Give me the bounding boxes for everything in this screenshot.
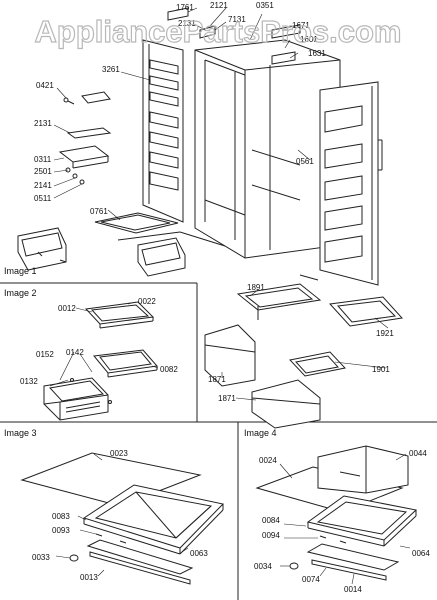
callout-label: 0094 xyxy=(262,531,280,540)
image4-labels: Image 4 0024 0044 0084 0094 0034 0074 00… xyxy=(244,428,430,594)
freezer-baskets xyxy=(17,212,226,277)
cabinet xyxy=(194,39,341,259)
callout-label: 0093 xyxy=(52,526,70,535)
callout-label: 0083 xyxy=(52,512,70,521)
callout-label: 2501 xyxy=(34,167,52,176)
callout-label: 0132 xyxy=(20,377,38,386)
panel-title-image3: Image 3 xyxy=(4,428,37,438)
freezer-door-bins xyxy=(149,59,179,191)
callout-label: 2121 xyxy=(210,1,228,10)
callout-label: 1761 xyxy=(176,3,194,12)
callout-label: 0024 xyxy=(259,456,277,465)
callout-label: 7131 xyxy=(228,15,246,24)
callout-label: 3261 xyxy=(102,65,120,74)
callout-label: 0033 xyxy=(32,553,50,562)
panel-title-image2: Image 2 xyxy=(4,288,37,298)
image3-leaders xyxy=(55,453,189,577)
callout-label: 0014 xyxy=(344,585,362,594)
panel-title-image1: Image 1 xyxy=(4,266,37,276)
panel-frames xyxy=(0,282,437,600)
callout-label: 2141 xyxy=(34,181,52,190)
callout-label: 0351 xyxy=(256,1,274,10)
callout-label: 1921 xyxy=(376,329,394,338)
callout-label: 0142 xyxy=(66,348,84,357)
panel-title-image4: Image 4 xyxy=(244,428,277,438)
callout-label: 1891 xyxy=(247,283,265,292)
image2-leaders xyxy=(49,301,159,387)
hinges xyxy=(167,7,301,65)
callout-label: 0311 xyxy=(34,155,52,164)
callout-label: 0034 xyxy=(254,562,272,571)
image4-drawing xyxy=(255,445,418,581)
callout-label: 0082 xyxy=(160,365,178,374)
freezer-shelf-parts xyxy=(58,91,112,185)
callout-label: 2131 xyxy=(178,19,196,28)
fresh-food-door-bins xyxy=(324,105,363,263)
callout-label: 2131 xyxy=(34,119,52,128)
callout-label: 0063 xyxy=(190,549,208,558)
callout-label: 0012 xyxy=(58,304,76,313)
callout-label: 0084 xyxy=(262,516,280,525)
image2-labels: Image 2 0012 0022 0152 0142 0132 0082 xyxy=(4,288,178,386)
callout-label: 0561 xyxy=(296,157,314,166)
callout-label: 0022 xyxy=(138,297,156,306)
crispers xyxy=(204,274,403,429)
callout-label: 1871 xyxy=(218,394,236,403)
callout-label: 0044 xyxy=(409,449,427,458)
image2-drawing xyxy=(43,301,158,421)
callout-label: 1671 xyxy=(292,21,310,30)
image3-labels: Image 3 0023 0083 0093 0033 0013 0063 xyxy=(4,428,208,582)
callout-label: 0023 xyxy=(110,449,128,458)
image4-leaders xyxy=(279,453,411,585)
image1-leaders xyxy=(53,7,389,401)
image1-labels: 1761 2121 2131 7131 0351 1671 1601 1631 … xyxy=(4,1,394,403)
image3-drawing xyxy=(20,452,224,585)
callout-label: 1631 xyxy=(308,49,326,58)
callout-label: 0074 xyxy=(302,575,320,584)
callout-label: 0013 xyxy=(80,573,98,582)
fresh-food-door xyxy=(319,81,379,286)
callout-label: 0152 xyxy=(36,350,54,359)
glass-shelf xyxy=(20,452,202,507)
callout-label: 1871 xyxy=(208,375,226,384)
callout-label: 0421 xyxy=(36,81,54,90)
divider-panel xyxy=(317,445,409,494)
callout-label: 0511 xyxy=(34,194,52,203)
callout-label: 1601 xyxy=(300,35,318,44)
callout-label: 0761 xyxy=(90,207,108,216)
image1-drawing xyxy=(17,7,403,429)
callout-label: 1901 xyxy=(372,365,390,374)
callout-label: 0064 xyxy=(412,549,430,558)
